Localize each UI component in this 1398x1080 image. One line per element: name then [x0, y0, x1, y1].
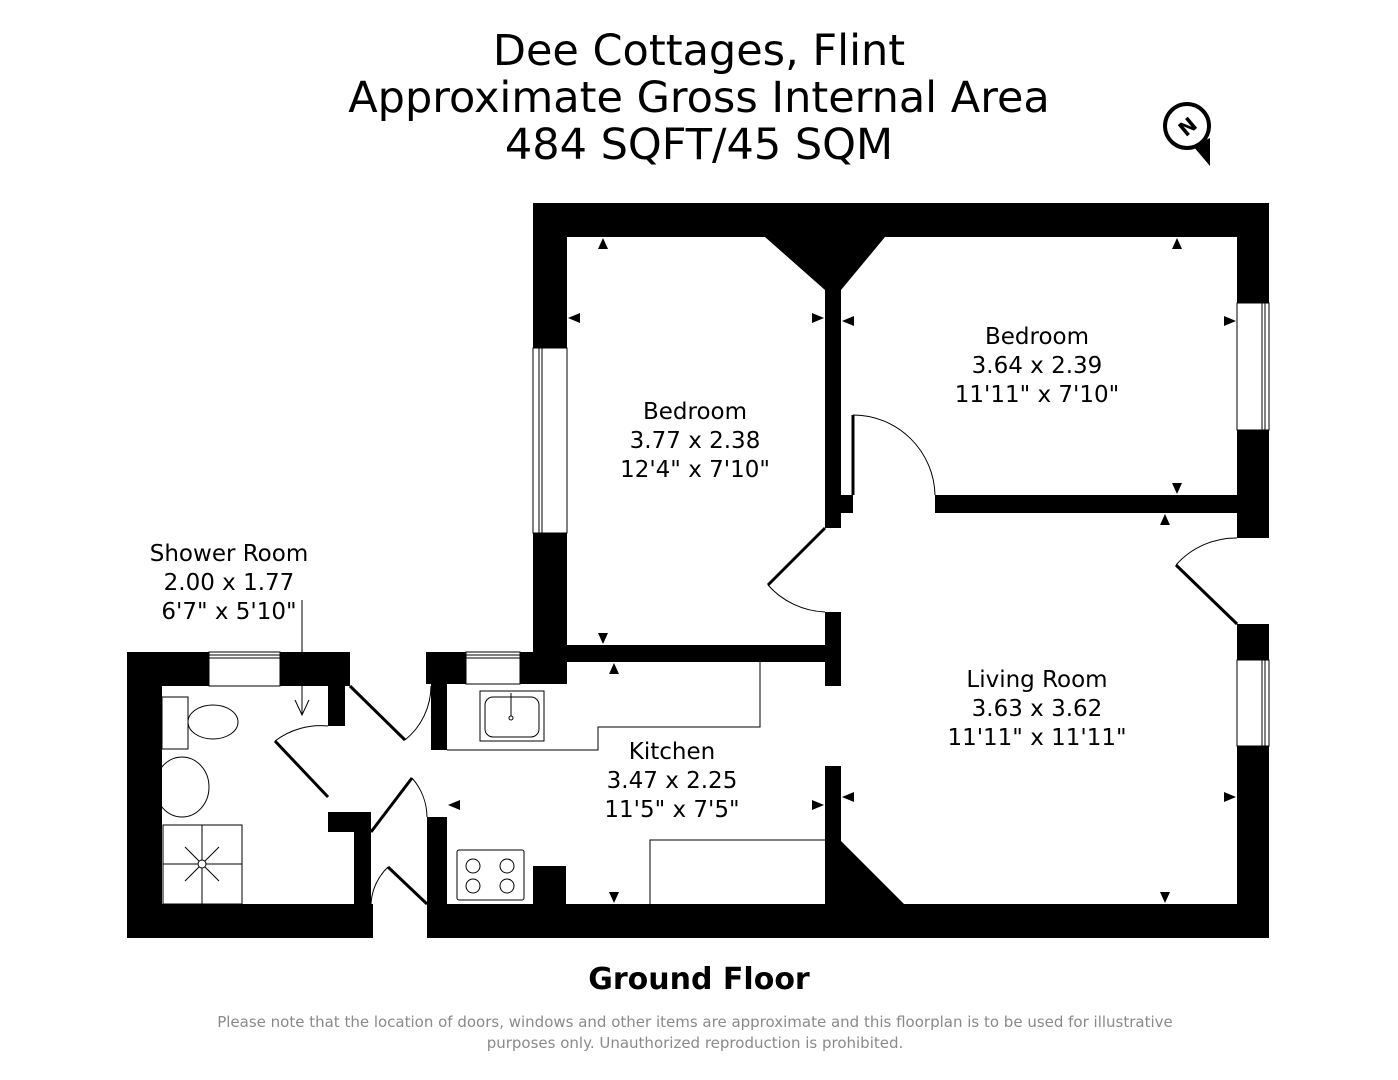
room-metric: 3.64 x 2.39: [971, 353, 1103, 379]
room-name: Bedroom: [984, 324, 1090, 350]
room-metric: 3.63 x 3.62: [971, 696, 1103, 722]
room-name: Shower Room: [149, 541, 309, 567]
area-value: 484 SQFT/45 SQM: [504, 120, 894, 170]
room-name: Living Room: [966, 667, 1108, 693]
room-label-living-room: Living Room 3.63 x 3.62 11'11" x 11'11": [947, 666, 1126, 753]
room-label-bedroom-2: Bedroom 3.64 x 2.39 11'11" x 7'10": [955, 323, 1119, 410]
room-metric: 2.00 x 1.77: [163, 570, 295, 596]
room-label-kitchen: Kitchen 3.47 x 2.25 11'5" x 7'5": [604, 738, 739, 825]
disclaimer-line-1: Please note that the location of doors, …: [217, 1013, 1173, 1031]
area-label: Approximate Gross Internal Area: [348, 73, 1050, 123]
kitchen-fixtures: [447, 662, 825, 904]
room-imperial: 11'11" x 11'11": [947, 725, 1127, 751]
room-name: Kitchen: [628, 739, 716, 765]
bathroom-fixtures: [154, 696, 243, 905]
room-metric: 3.77 x 2.38: [629, 428, 761, 454]
walls: [127, 203, 1269, 938]
windows: [208, 302, 1270, 747]
disclaimer-line-2: purposes only. Unauthorized reproduction…: [486, 1034, 904, 1052]
disclaimer: Please note that the location of doors, …: [200, 1012, 1190, 1054]
room-imperial: 11'11" x 7'10": [954, 382, 1120, 408]
doors: [273, 414, 1239, 906]
property-name: Dee Cottages, Flint: [492, 26, 906, 76]
room-imperial: 12'4" x 7'10": [620, 457, 770, 483]
room-imperial: 6'7" x 5'10": [161, 599, 297, 625]
floor-label: Ground Floor: [588, 962, 810, 997]
room-imperial: 11'5" x 7'5": [604, 797, 740, 823]
room-label-shower-room: Shower Room 2.00 x 1.77 6'7" x 5'10": [150, 540, 308, 627]
measure-arrows: [448, 238, 1236, 903]
room-name: Bedroom: [642, 399, 748, 425]
title-block: Dee Cottages, Flint Approximate Gross In…: [0, 28, 1398, 169]
north-compass-icon: N: [1163, 102, 1211, 166]
room-metric: 3.47 x 2.25: [606, 768, 738, 794]
room-label-bedroom-1: Bedroom 3.77 x 2.38 12'4" x 7'10": [620, 398, 770, 485]
